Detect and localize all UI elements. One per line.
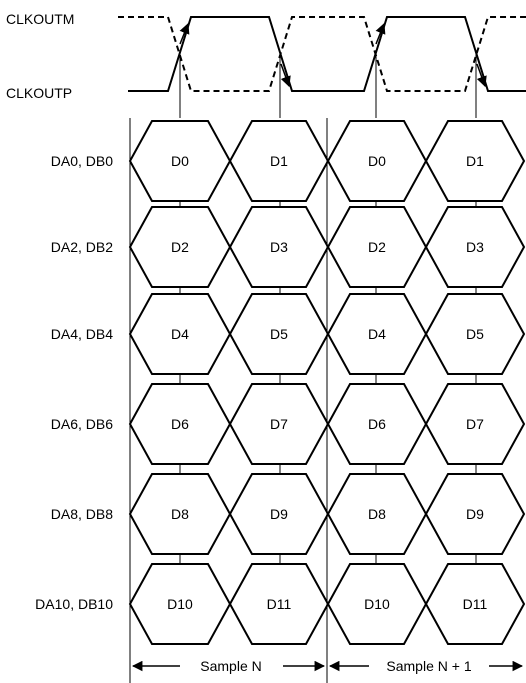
- row-label: DA6, DB6: [51, 416, 113, 432]
- sample-n-label: Sample N: [200, 658, 261, 674]
- edge-arrow-2: [280, 63, 291, 87]
- row-5: DA10, DB10 D10 D11 D10 D11: [35, 563, 526, 645]
- data-cell-label: D10: [364, 596, 390, 612]
- row-label: DA0, DB0: [51, 153, 113, 169]
- data-cell: [424, 383, 526, 465]
- data-cell-label: D0: [368, 153, 386, 169]
- data-cell: [424, 120, 526, 202]
- edge-arrow-1: [179, 23, 190, 45]
- data-cell-label: D0: [171, 153, 189, 169]
- row-3: DA6, DB6 D6 D7 D6 D7: [51, 383, 526, 474]
- row-1: DA2, DB2 D2 D3 D2 D3: [51, 206, 526, 294]
- clock-edge-arrows: [179, 23, 487, 87]
- row-label: DA8, DB8: [51, 506, 113, 522]
- data-cell-label: D9: [466, 506, 484, 522]
- data-cell-label: D2: [368, 239, 386, 255]
- data-cell-label: D9: [270, 506, 288, 522]
- data-cell-label: D6: [368, 416, 386, 432]
- data-cell-label: D5: [270, 326, 288, 342]
- data-cell-label: D11: [267, 596, 292, 612]
- data-cell-label: D7: [270, 416, 288, 432]
- data-cell-label: D7: [466, 416, 484, 432]
- data-cell-label: D2: [171, 239, 189, 255]
- row-label: DA4, DB4: [51, 326, 113, 342]
- data-cell-label: D6: [171, 416, 189, 432]
- data-cell-label: D4: [368, 326, 386, 342]
- row-0: DA0, DB0 D0 D1 D0 D1: [51, 120, 526, 207]
- data-cell: [424, 206, 526, 288]
- data-cell-label: D8: [171, 506, 189, 522]
- data-cell-label: D4: [171, 326, 189, 342]
- data-cell: [424, 473, 526, 555]
- data-cell: [424, 563, 526, 645]
- data-cell-label: D11: [463, 596, 488, 612]
- data-cell: [424, 293, 526, 375]
- row-label: DA2, DB2: [51, 239, 113, 255]
- reference-lines: [129, 54, 477, 683]
- edge-arrow-4: [476, 63, 487, 87]
- row-4: DA8, DB8 D8 D9 D8 D9: [51, 473, 526, 564]
- row-2: DA4, DB4 D4 D5 D4 D5: [51, 293, 526, 384]
- data-cell-label: D5: [466, 326, 484, 342]
- data-cell-label: D1: [466, 153, 484, 169]
- data-cell-label: D10: [167, 596, 193, 612]
- clkoutm-label: CLKOUTM: [6, 11, 74, 27]
- data-cell-label: D3: [270, 239, 288, 255]
- clock-waveforms: [118, 16, 526, 92]
- sample-n1-label: Sample N + 1: [386, 658, 471, 674]
- data-cell-label: D3: [466, 239, 484, 255]
- clkoutp-label: CLKOUTP: [6, 85, 72, 101]
- data-cell-label: D1: [270, 153, 288, 169]
- row-label: DA10, DB10: [35, 596, 113, 612]
- data-cell-label: D8: [368, 506, 386, 522]
- edge-arrow-3: [375, 23, 386, 45]
